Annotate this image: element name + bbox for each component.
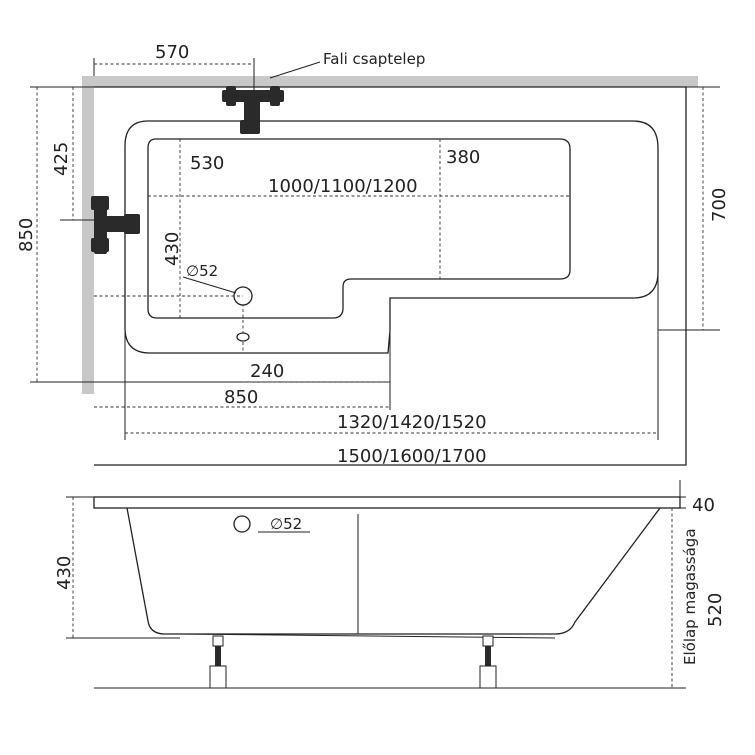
tub-rim — [93, 496, 681, 509]
tub-bowl-outer — [124, 120, 659, 354]
dim-520: 520 — [705, 593, 726, 627]
dim-40: 40 — [692, 495, 715, 516]
dim-240: 240 — [250, 361, 284, 382]
label-panel-height: Előlap magassága — [681, 528, 699, 665]
wall-faucet-top — [222, 86, 284, 134]
side-wall — [82, 76, 94, 394]
label-wall-faucet: Fali csaptelep — [323, 50, 425, 68]
drain-hole-side — [233, 515, 251, 533]
dim-430-plan: 430 — [162, 232, 183, 266]
overflow-hole — [236, 332, 250, 342]
dim-total: 1500/1600/1700 — [337, 446, 487, 467]
back-wall — [82, 76, 698, 87]
wall-faucet-side — [91, 196, 140, 254]
drain-diameter-plan: ∅52 — [186, 262, 218, 280]
dim-inner-total: 1320/1420/1520 — [337, 412, 487, 433]
dim-850-bottom: 850 — [224, 387, 258, 408]
tub-body-side — [126, 507, 661, 635]
dim-inner-length: 1000/1100/1200 — [268, 176, 418, 197]
tub-bowl-inner — [147, 138, 571, 319]
dim-850-left: 850 — [16, 218, 37, 252]
dim-425: 425 — [51, 142, 72, 176]
tub-outer-rim — [94, 86, 687, 466]
leg-left — [209, 635, 227, 689]
dim-380: 380 — [446, 147, 480, 168]
drain-diameter-side: ∅52 — [270, 515, 302, 533]
dim-700: 700 — [709, 188, 730, 222]
dim-570: 570 — [155, 42, 189, 63]
leg-right — [479, 635, 497, 689]
dim-530: 530 — [190, 153, 224, 174]
plan-view: Fali csaptelep 570 425 850 700 530 380 1… — [16, 42, 730, 467]
dim-430-side: 430 — [54, 556, 75, 590]
side-view: ∅52 40 430 Előlap magassága 520 — [54, 480, 726, 689]
